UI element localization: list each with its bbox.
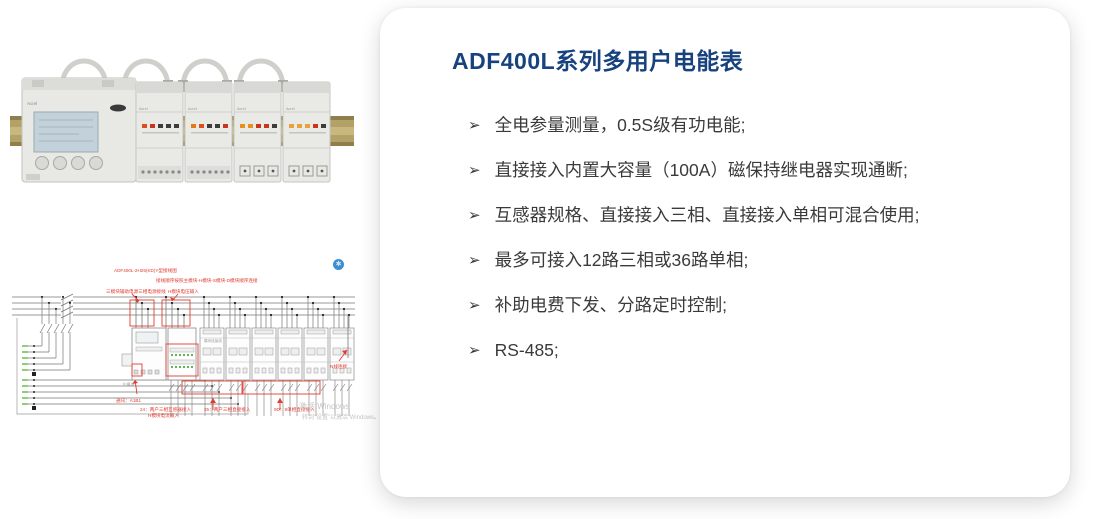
junction-dots xyxy=(40,295,351,317)
arrow-bullet-icon: ➢ xyxy=(468,297,481,314)
label-n-line: N线连接 xyxy=(330,363,348,370)
label-cb24b: H模块电流输入 xyxy=(148,412,179,419)
feature-item: ➢ 补助电费下发、分路定时控制; xyxy=(468,294,1070,316)
label-cb9d: 9D：9单相直接接入 xyxy=(274,406,315,413)
windows-activation-watermark-sub: 转到“设置”以激活 Windows。 xyxy=(302,415,381,421)
main-module: Acrel xyxy=(21,77,137,183)
svg-text:Acrel: Acrel xyxy=(237,107,246,111)
diagram-meter-internals xyxy=(200,329,354,374)
diagram-model-title: ADF400L-2H25(KD)Y型接线图 xyxy=(114,267,177,274)
product-photo: Acrel Acrel xyxy=(10,58,354,183)
feature-item: ➢ RS-485; xyxy=(468,339,1070,361)
windows-activation-watermark: 激活 Windows xyxy=(299,402,350,411)
bus-lines xyxy=(12,296,355,316)
arrow-bullet-icon: ➢ xyxy=(468,207,481,224)
page-title: ADF400L系列多用户电能表 xyxy=(452,48,744,74)
red-labels: ADF400L-2H25(KD)Y型接线图 接线顺序按照主模块-H模块-S模块-… xyxy=(106,267,348,419)
relay-modules: Acrel Acrel xyxy=(135,81,331,183)
arrow-bullet-icon: ➢ xyxy=(468,252,481,269)
diagram-meter-modules xyxy=(199,327,355,381)
load-switches xyxy=(168,383,353,392)
feature-item: ➢ 最多可接入12路三相或36路单相; xyxy=(468,249,1070,271)
arrow-bullet-icon: ➢ xyxy=(468,162,481,179)
svg-text:Acrel: Acrel xyxy=(188,107,197,111)
svg-text:Acrel: Acrel xyxy=(286,107,295,111)
red-arrowheads xyxy=(132,297,347,403)
feature-list: ➢ 全电参量测量，0.5S级有功电能; ➢ 直接接入内置大容量（100A）磁保持… xyxy=(468,114,1070,361)
gray-labels: 主模块 模块连接线 xyxy=(122,338,222,388)
settings-icon[interactable]: ✱ xyxy=(333,259,344,270)
feature-text: 最多可接入12路三相或36路单相; xyxy=(494,250,749,270)
arrow-bullet-icon: ➢ xyxy=(468,342,481,359)
feature-item: ➢ 全电参量测量，0.5S级有功电能; xyxy=(468,114,1070,136)
svg-text:Acrel: Acrel xyxy=(139,107,148,111)
label-cb25: 25：两户三相直接接入 xyxy=(204,406,251,413)
label-aux-power: 三模块辅助电源三相电源接线 xyxy=(106,288,166,295)
feature-text: 补助电费下发、分路定时控制; xyxy=(494,295,727,315)
feature-item: ➢ 互感器规格、直接接入三相、直接接入单相可混合使用; xyxy=(468,204,1070,226)
label-link-line: 模块连接线 xyxy=(204,338,222,343)
wiring-diagram: ADF400L-2H25(KD)Y型接线图 接线顺序按照主模块-H模块-S模块-… xyxy=(12,267,355,419)
load-drops xyxy=(170,380,350,416)
diagram-main-module xyxy=(121,327,167,381)
brand-text: Acrel xyxy=(27,101,37,106)
arrow-bullet-icon: ➢ xyxy=(468,117,481,134)
feature-text: 全电参量测量，0.5S级有功电能; xyxy=(494,115,746,135)
diagram-wiring-note: 接线顺序按照主模块-H模块-S模块-D模块顺序连接 xyxy=(156,277,258,284)
label-comm: 通讯：A1B1 xyxy=(116,397,141,404)
module-feed-taps xyxy=(135,297,185,328)
label-main-module: 主模块 xyxy=(122,381,135,388)
feature-text: 直接接入内置大容量（100A）磁保持继电器实现通断; xyxy=(494,160,908,180)
diagram-h-module xyxy=(167,327,197,381)
feature-item: ➢ 直接接入内置大容量（100A）磁保持继电器实现通断; xyxy=(468,159,1070,181)
feature-text: RS-485; xyxy=(494,340,559,360)
meter-taps xyxy=(203,297,350,328)
label-cb24: 24：两户三相互感器接入 xyxy=(140,406,191,413)
label-h-input: H模块电压输入 xyxy=(168,288,199,295)
feature-text: 互感器规格、直接接入三相、直接接入单相可混合使用; xyxy=(494,205,920,225)
product-info-card: ADF400L系列多用户电能表 ➢ 全电参量测量，0.5S级有功电能; ➢ 直接… xyxy=(380,8,1070,497)
